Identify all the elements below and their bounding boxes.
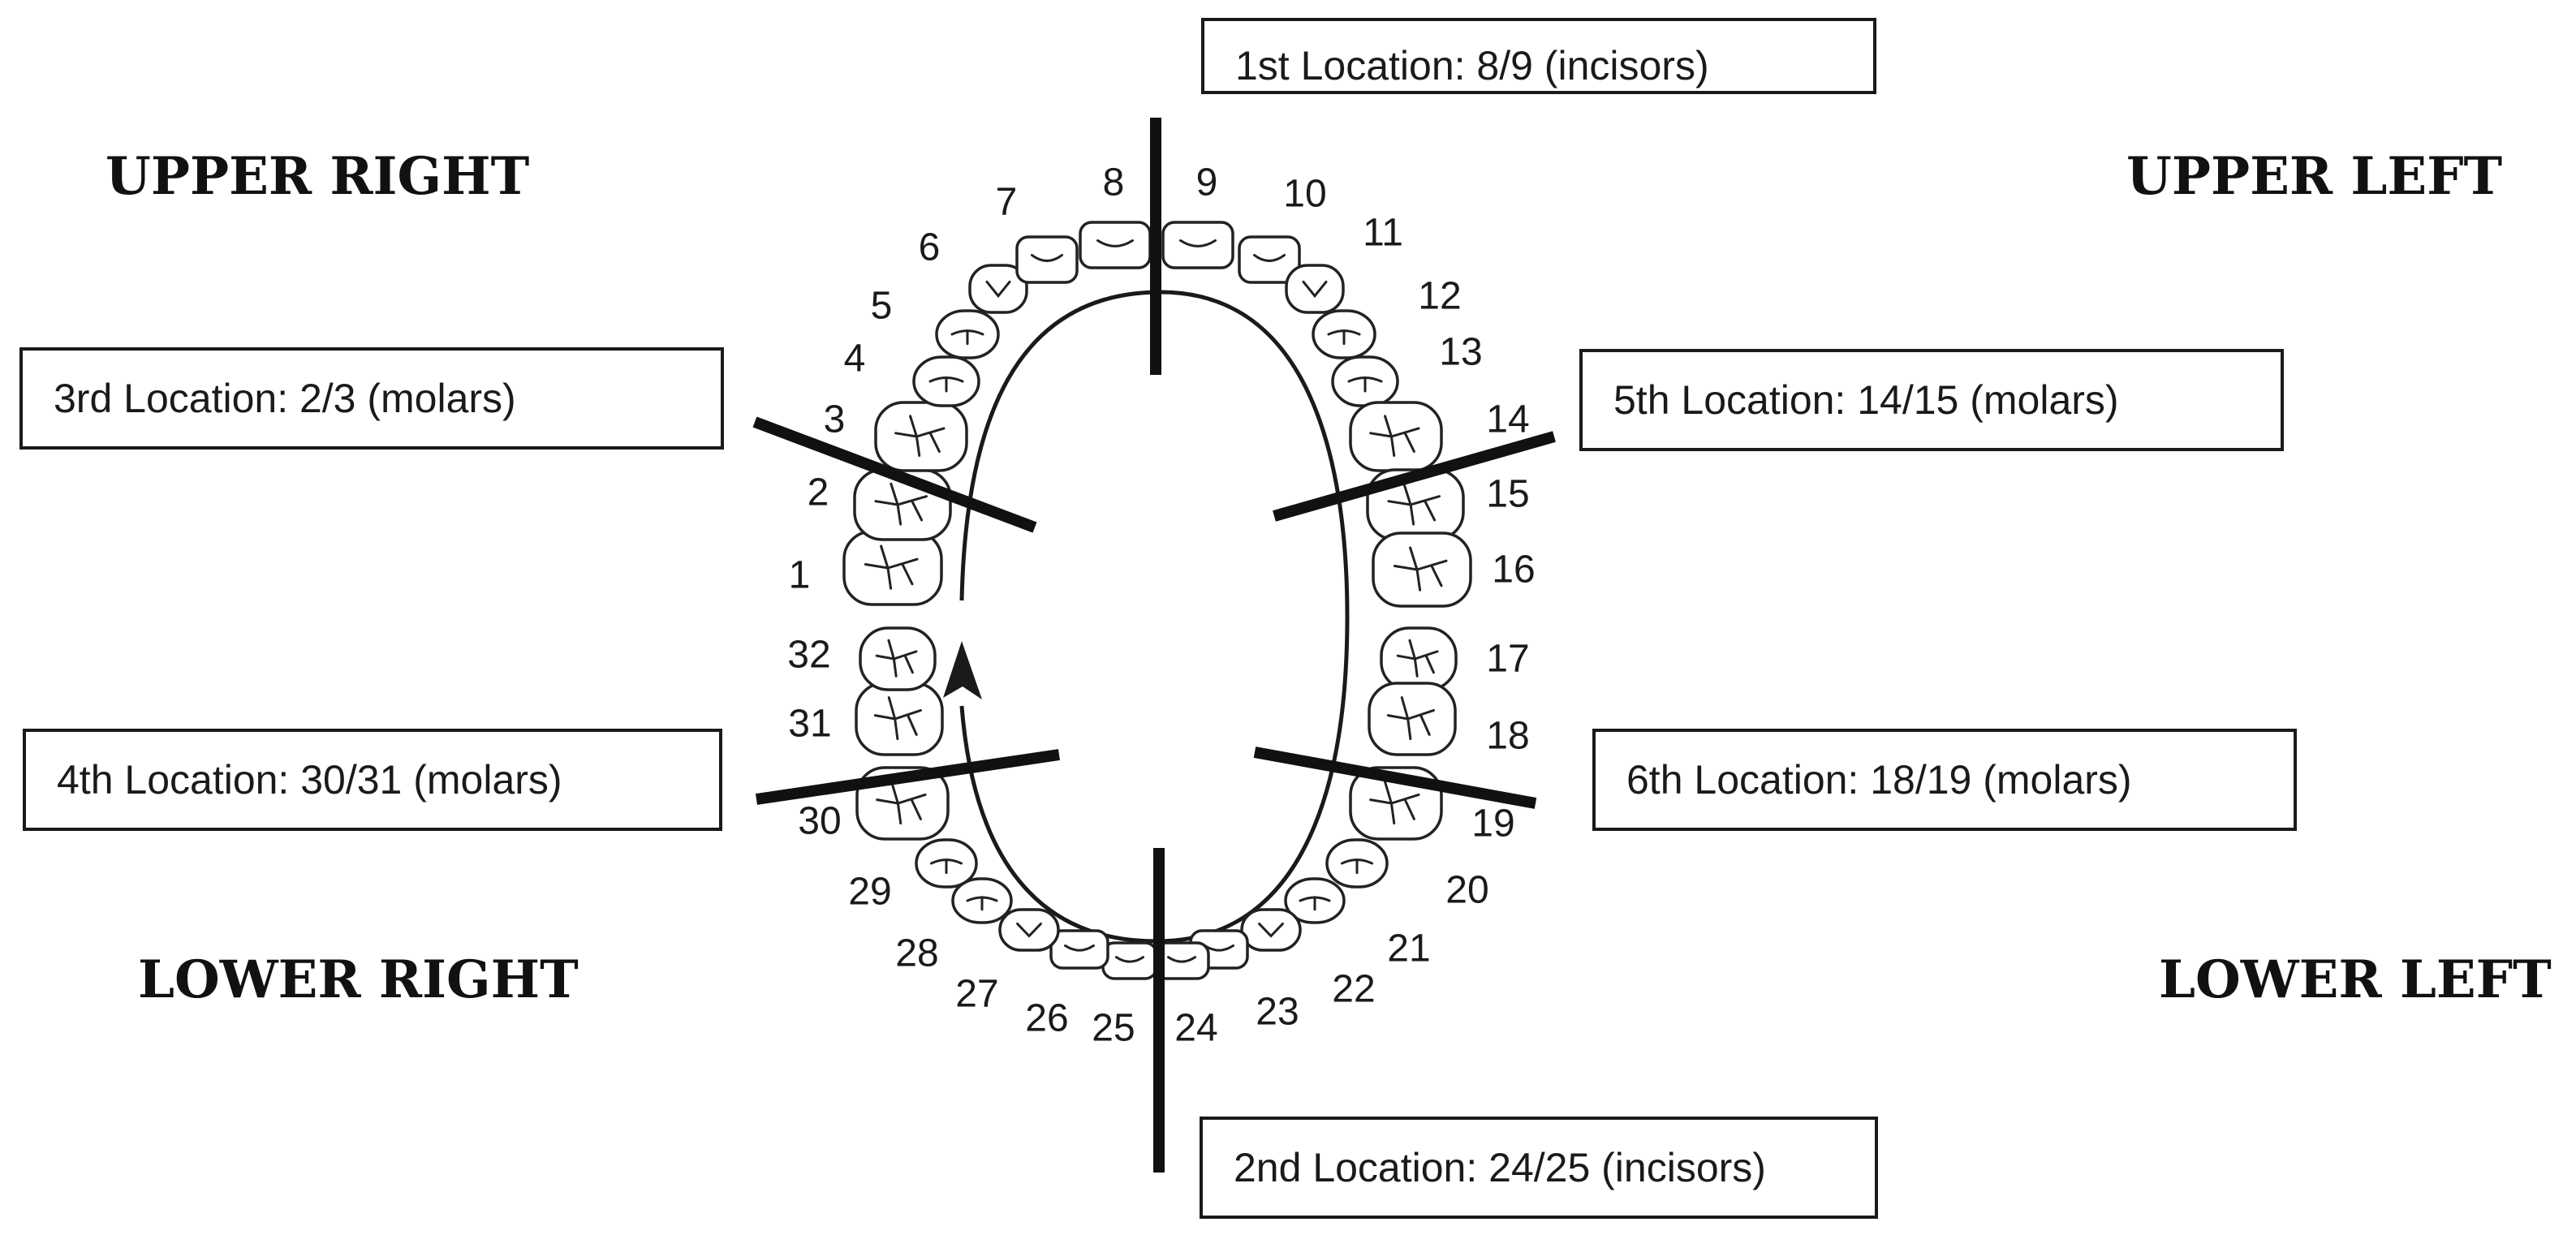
divider-line-3rd: [752, 416, 1037, 533]
tooth-number-19: 19: [1471, 803, 1514, 846]
tooth-number-2: 2: [808, 471, 829, 514]
location-box-1st: 1st Location: 8/9 (incisors): [1201, 18, 1876, 94]
tooth-number-31: 31: [788, 703, 831, 746]
quadrant-lower-right: LOWER RIGHT: [138, 949, 579, 1010]
tooth-21: [1284, 877, 1346, 924]
quadrant-upper-left: UPPER LEFT: [2126, 146, 2503, 207]
tooth-29: [915, 838, 978, 889]
tooth-number-11: 11: [1363, 212, 1403, 255]
tooth-12: [1312, 309, 1376, 359]
location-box-2nd: 2nd Location: 24/25 (incisors): [1200, 1117, 1878, 1219]
tooth-number-4: 4: [844, 338, 866, 381]
tooth-28: [951, 877, 1013, 924]
tooth-32: [859, 626, 937, 691]
tooth-number-29: 29: [848, 871, 891, 914]
tooth-number-24: 24: [1174, 1007, 1217, 1050]
location-box-3rd: 3rd Location: 2/3 (molars): [19, 347, 724, 450]
tooth-number-23: 23: [1256, 991, 1299, 1034]
location-box-4th: 4th Location: 30/31 (molars): [23, 729, 722, 831]
location-box-6th: 6th Location: 18/19 (molars): [1592, 729, 2297, 831]
tooth-6: [968, 264, 1028, 314]
tooth-number-10: 10: [1283, 173, 1326, 216]
location-box-5th: 5th Location: 14/15 (molars): [1579, 349, 2284, 451]
tooth-number-30: 30: [798, 800, 841, 843]
tooth-number-6: 6: [919, 226, 941, 269]
tooth-number-27: 27: [955, 973, 998, 1016]
quadrant-lower-left: LOWER LEFT: [2159, 949, 2552, 1010]
quadrant-upper-right: UPPER RIGHT: [106, 146, 530, 207]
tooth-number-20: 20: [1445, 869, 1488, 912]
tooth-number-32: 32: [787, 634, 830, 677]
tooth-11: [1285, 264, 1345, 314]
tooth-5: [935, 309, 1000, 359]
tooth-number-21: 21: [1387, 927, 1430, 970]
tooth-number-1: 1: [789, 554, 811, 597]
tooth-26: [1049, 929, 1109, 970]
tooth-number-17: 17: [1486, 638, 1529, 681]
tooth-number-26: 26: [1025, 997, 1068, 1040]
tooth-number-25: 25: [1092, 1007, 1135, 1050]
tooth-number-18: 18: [1486, 715, 1529, 758]
tooth-7: [1015, 235, 1079, 284]
tooth-number-3: 3: [824, 398, 846, 441]
tooth-20: [1325, 838, 1389, 889]
tooth-1: [842, 530, 943, 606]
tooth-10: [1238, 235, 1301, 284]
tooth-number-28: 28: [895, 932, 938, 975]
tooth-4: [912, 355, 980, 407]
divider-line-6th: [1253, 747, 1537, 809]
tooth-8: [1079, 221, 1152, 269]
tooth-9: [1161, 221, 1234, 269]
divider-line-5th: [1273, 431, 1556, 522]
tooth-31: [855, 682, 944, 756]
tooth-number-12: 12: [1418, 275, 1461, 318]
sequence-path: [959, 290, 1350, 944]
tooth-27: [998, 908, 1060, 952]
tooth-number-9: 9: [1196, 161, 1218, 204]
tooth-number-16: 16: [1492, 549, 1535, 592]
tooth-number-14: 14: [1486, 398, 1529, 441]
tooth-number-13: 13: [1439, 331, 1482, 374]
tooth-18: [1368, 682, 1457, 756]
tooth-22: [1240, 908, 1302, 952]
tooth-3: [874, 401, 968, 472]
tooth-13: [1331, 355, 1399, 407]
divider-line-4th: [755, 749, 1061, 805]
teeth-group: [842, 221, 1472, 980]
tooth-25: [1101, 941, 1158, 980]
tooth-16: [1372, 531, 1472, 608]
tooth-number-7: 7: [996, 181, 1018, 224]
tooth-14: [1349, 401, 1443, 472]
tooth-number-22: 22: [1332, 968, 1375, 1011]
tooth-number-15: 15: [1486, 473, 1529, 516]
tooth-17: [1380, 626, 1458, 691]
tooth-number-8: 8: [1103, 161, 1125, 204]
tooth-number-5: 5: [871, 285, 893, 328]
arrow-head-icon: [943, 641, 982, 699]
